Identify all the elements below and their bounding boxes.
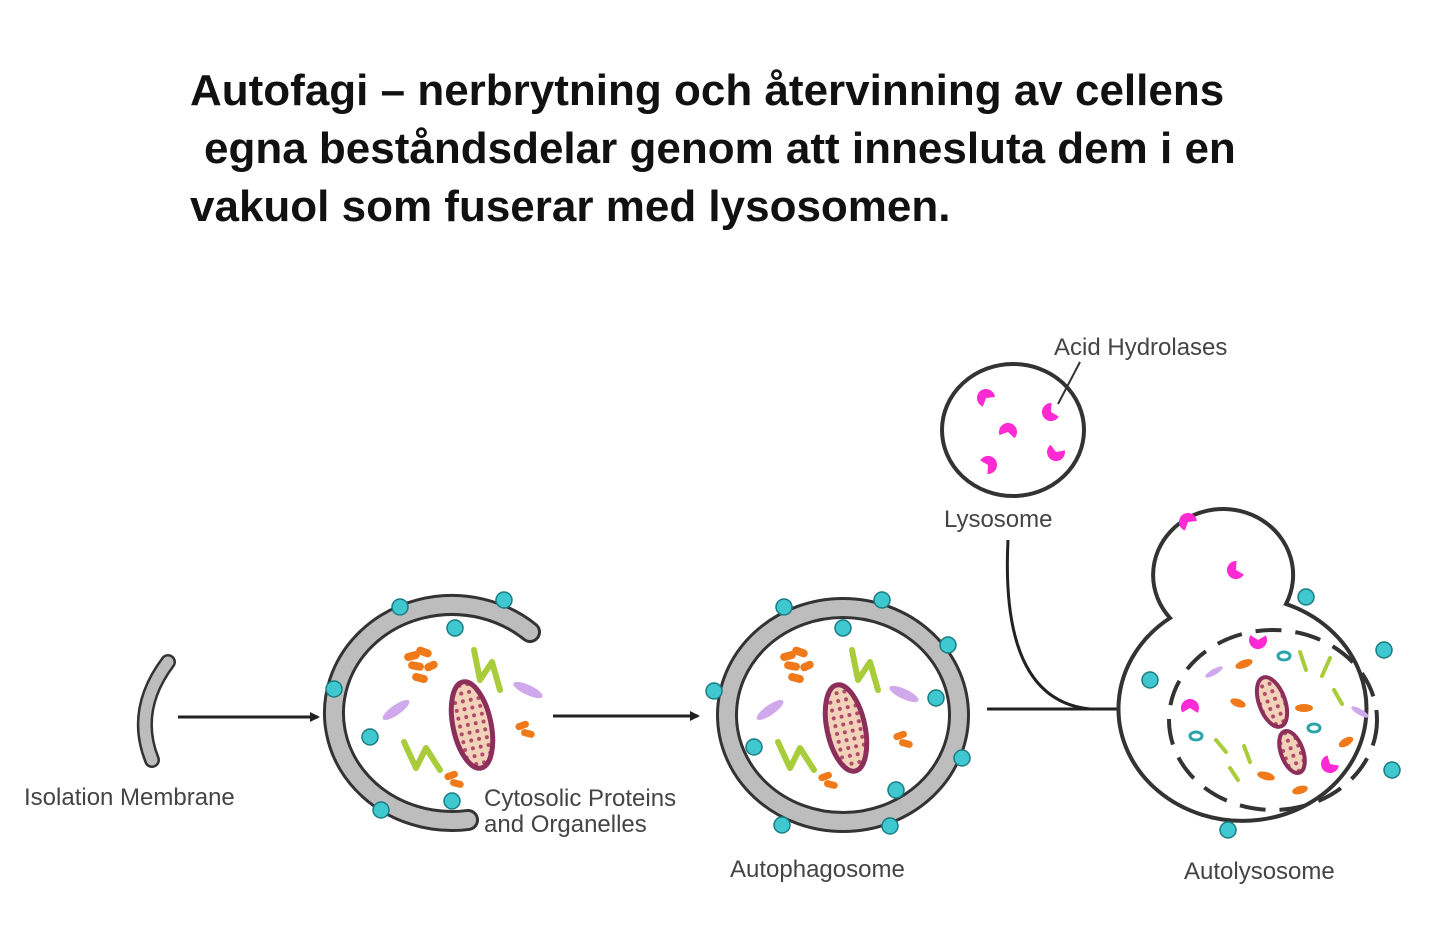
- title-line-1: Autofagi – nerbrytning och återvinning a…: [190, 66, 1225, 115]
- lysosome: [940, 362, 1086, 498]
- label-autolysosome: Autolysosome: [1184, 858, 1335, 885]
- label-lysosome: Lysosome: [944, 506, 1053, 533]
- phagophore: [323, 591, 543, 832]
- isolation-membrane: [136, 654, 176, 768]
- label-acid-hydrolases: Acid Hydrolases: [1054, 334, 1227, 361]
- label-autophagosome: Autophagosome: [730, 856, 905, 883]
- autophagosome: [705, 591, 971, 835]
- label-isolation-membrane: Isolation Membrane: [24, 784, 235, 811]
- acid-hydrolases-pointer: [1057, 361, 1081, 405]
- lysosome-fusion-arrow: [1005, 539, 1091, 711]
- autolysosome: [1116, 507, 1401, 839]
- title-line-2: egna beståndsdelar genom att innesluta d…: [204, 124, 1236, 173]
- label-and-organelles: and Organelles: [484, 811, 647, 838]
- title-line-3: vakuol som fuserar med lysosomen.: [190, 182, 951, 231]
- label-cytosolic-proteins: Cytosolic Proteins: [484, 785, 676, 812]
- page-title: Autofagi – nerbrytning och återvinning a…: [190, 62, 1390, 236]
